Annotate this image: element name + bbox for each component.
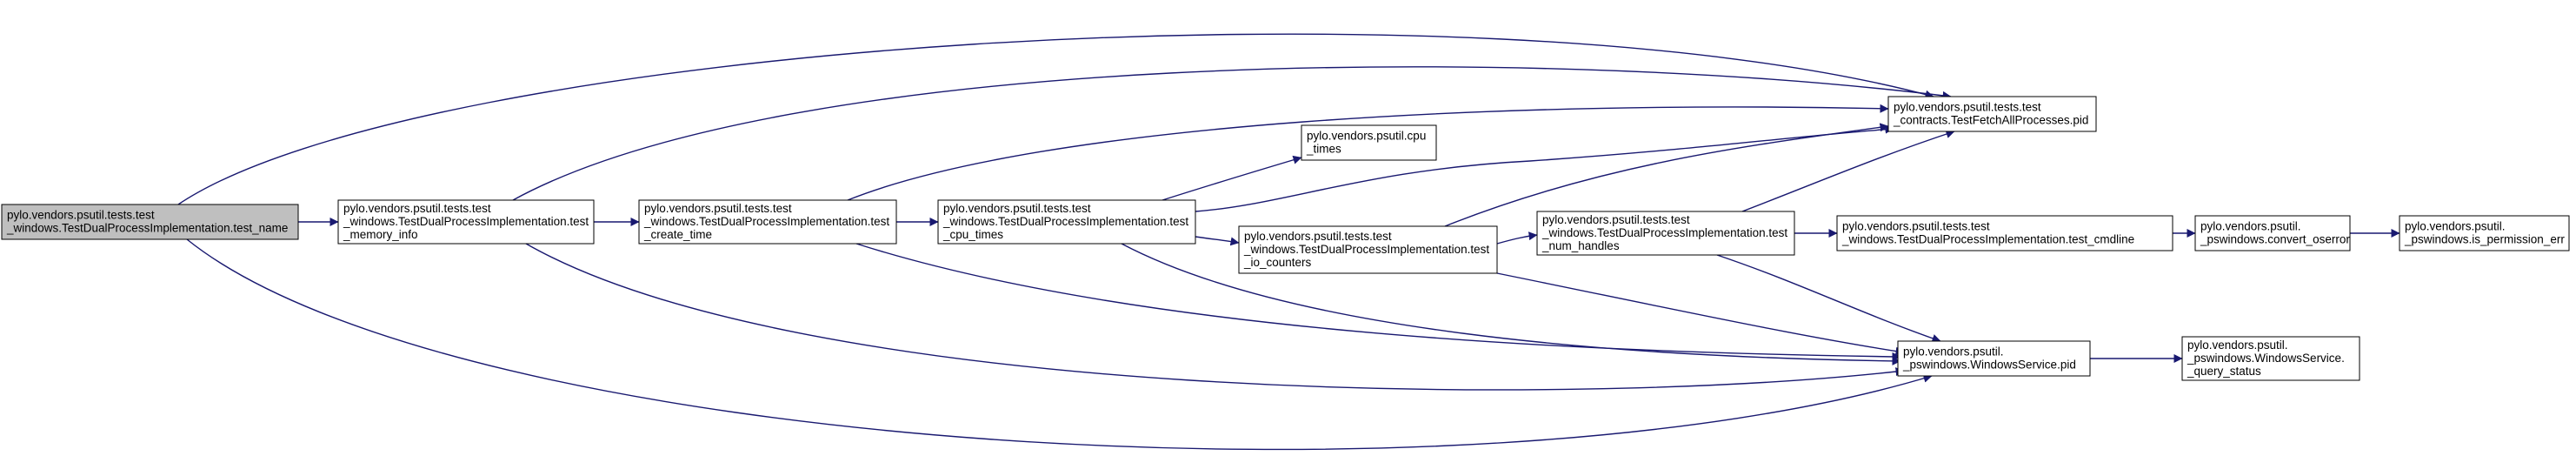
node-contracts_pid[interactable]: pylo.vendors.psutil.tests.test_contracts… <box>1887 96 2097 132</box>
edge-io_counters-to-service_pid <box>1496 272 1905 356</box>
edge-test_name-to-service_pid <box>186 238 1933 451</box>
node-label-line: pylo.vendors.psutil.tests.test <box>7 209 155 222</box>
node-is_permission_err[interactable]: pylo.vendors.psutil._pswindows.is_permis… <box>2399 215 2570 251</box>
node-label-line: _windows.TestDualProcessImplementation.t… <box>1243 243 1489 256</box>
node-num_handles[interactable]: pylo.vendors.psutil.tests.test_windows.T… <box>1536 211 1795 256</box>
edge-create_time-to-contracts_pid <box>847 104 1889 201</box>
node-label-line: pylo.vendors.psutil. <box>2200 220 2301 233</box>
node-box[interactable] <box>1836 215 2173 251</box>
node-convert_oserror[interactable]: pylo.vendors.psutil._pswindows.convert_o… <box>2194 215 2351 251</box>
node-label-line: _pswindows.convert_oserror <box>2200 233 2350 246</box>
edge-create_time-to-service_pid <box>855 243 1901 361</box>
node-label-line: _windows.TestDualProcessImplementation.t… <box>343 215 589 228</box>
node-box[interactable] <box>2399 215 2570 251</box>
node-label-line: _windows.TestDualProcessImplementation.t… <box>942 215 1188 228</box>
node-box[interactable] <box>937 199 1196 245</box>
edge-test_name-to-contracts_pid <box>177 33 1934 205</box>
edge-memory_info-to-service_pid <box>525 243 1905 391</box>
node-psutil_cpu_times[interactable]: pylo.vendors.psutil.cpu_times <box>1301 124 1437 161</box>
node-label-line: pylo.vendors.psutil. <box>2187 339 2288 352</box>
node-label-line: _windows.TestDualProcessImplementation.t… <box>1841 233 2134 246</box>
node-cmdline[interactable]: pylo.vendors.psutil.tests.test_windows.T… <box>1836 215 2173 251</box>
node-label-line: pylo.vendors.psutil.tests.test <box>1842 220 1990 233</box>
node-label-line: _pswindows.WindowsService.pid <box>1902 359 2076 372</box>
edge-memory_info-to-contracts_pid <box>512 66 1952 201</box>
node-box[interactable] <box>1238 225 1498 274</box>
node-label-line: pylo.vendors.psutil.tests.test <box>343 202 491 215</box>
edge-num_handles-to-service_pid <box>1716 254 1941 343</box>
node-label-line: _windows.TestDualProcessImplementation.t… <box>643 215 889 228</box>
node-label-line: pylo.vendors.psutil.cpu <box>1307 130 1426 143</box>
edge-io_counters-to-contracts_pid <box>1444 123 1889 227</box>
node-label-line: pylo.vendors.psutil.tests.test <box>1244 230 1392 243</box>
node-box[interactable] <box>2181 336 2360 381</box>
nodes-layer: pylo.vendors.psutil.tests.test_windows.T… <box>1 96 2570 381</box>
node-label-line: _times <box>1306 143 1341 156</box>
node-label-line: _windows.TestDualProcessImplementation.t… <box>6 222 288 235</box>
node-box[interactable] <box>1536 211 1795 256</box>
node-label-line: pylo.vendors.psutil.tests.test <box>943 202 1091 215</box>
node-query_status[interactable]: pylo.vendors.psutil._pswindows.WindowsSe… <box>2181 336 2360 381</box>
node-io_counters[interactable]: pylo.vendors.psutil.tests.test_windows.T… <box>1238 225 1498 274</box>
node-label-line: pylo.vendors.psutil. <box>1903 345 2004 359</box>
node-label-line: _pswindows.is_permission_err <box>2404 233 2565 246</box>
node-box[interactable] <box>1301 124 1437 161</box>
node-box[interactable] <box>2194 215 2351 251</box>
node-box[interactable] <box>1 204 299 240</box>
edge-cpu_times_test-to-service_pid <box>1121 243 1901 365</box>
node-label-line: _io_counters <box>1243 256 1312 269</box>
edge-io_counters-to-num_handles <box>1496 231 1538 245</box>
node-label-line: pylo.vendors.psutil.tests.test <box>1894 101 2041 114</box>
edge-cpu_times_test-to-contracts_pid <box>1195 124 1894 212</box>
node-label-line: pylo.vendors.psutil. <box>2405 220 2506 233</box>
node-create_time[interactable]: pylo.vendors.psutil.tests.test_windows.T… <box>638 199 897 245</box>
node-label-line: _num_handles <box>1541 239 1620 252</box>
node-box[interactable] <box>1887 96 2097 132</box>
edge-cpu_times_test-to-io_counters <box>1195 236 1240 246</box>
node-label-line: pylo.vendors.psutil.tests.test <box>644 202 792 215</box>
edges-layer <box>177 33 2400 451</box>
node-memory_info[interactable]: pylo.vendors.psutil.tests.test_windows.T… <box>337 199 595 245</box>
node-box[interactable] <box>1897 340 2091 377</box>
node-label-line: _windows.TestDualProcessImplementation.t… <box>1541 226 1787 239</box>
node-test_name[interactable]: pylo.vendors.psutil.tests.test_windows.T… <box>1 204 299 240</box>
node-label-line: _pswindows.WindowsService. <box>2187 352 2345 365</box>
node-label-line: pylo.vendors.psutil.tests.test <box>1542 213 1690 226</box>
node-label-line: _query_status <box>2187 365 2261 378</box>
node-label-line: _cpu_times <box>942 228 1003 241</box>
edge-cpu_times_test-to-psutil_cpu_times <box>1162 155 1302 201</box>
node-cpu_times_test[interactable]: pylo.vendors.psutil.tests.test_windows.T… <box>937 199 1196 245</box>
node-box[interactable] <box>638 199 897 245</box>
edge-num_handles-to-contracts_pid <box>1741 130 1955 212</box>
node-label-line: _memory_info <box>343 228 418 241</box>
node-label-line: _create_time <box>643 228 712 241</box>
node-label-line: _contracts.TestFetchAllProcesses.pid <box>1893 114 2088 127</box>
node-box[interactable] <box>337 199 595 245</box>
node-service_pid[interactable]: pylo.vendors.psutil._pswindows.WindowsSe… <box>1897 340 2091 377</box>
